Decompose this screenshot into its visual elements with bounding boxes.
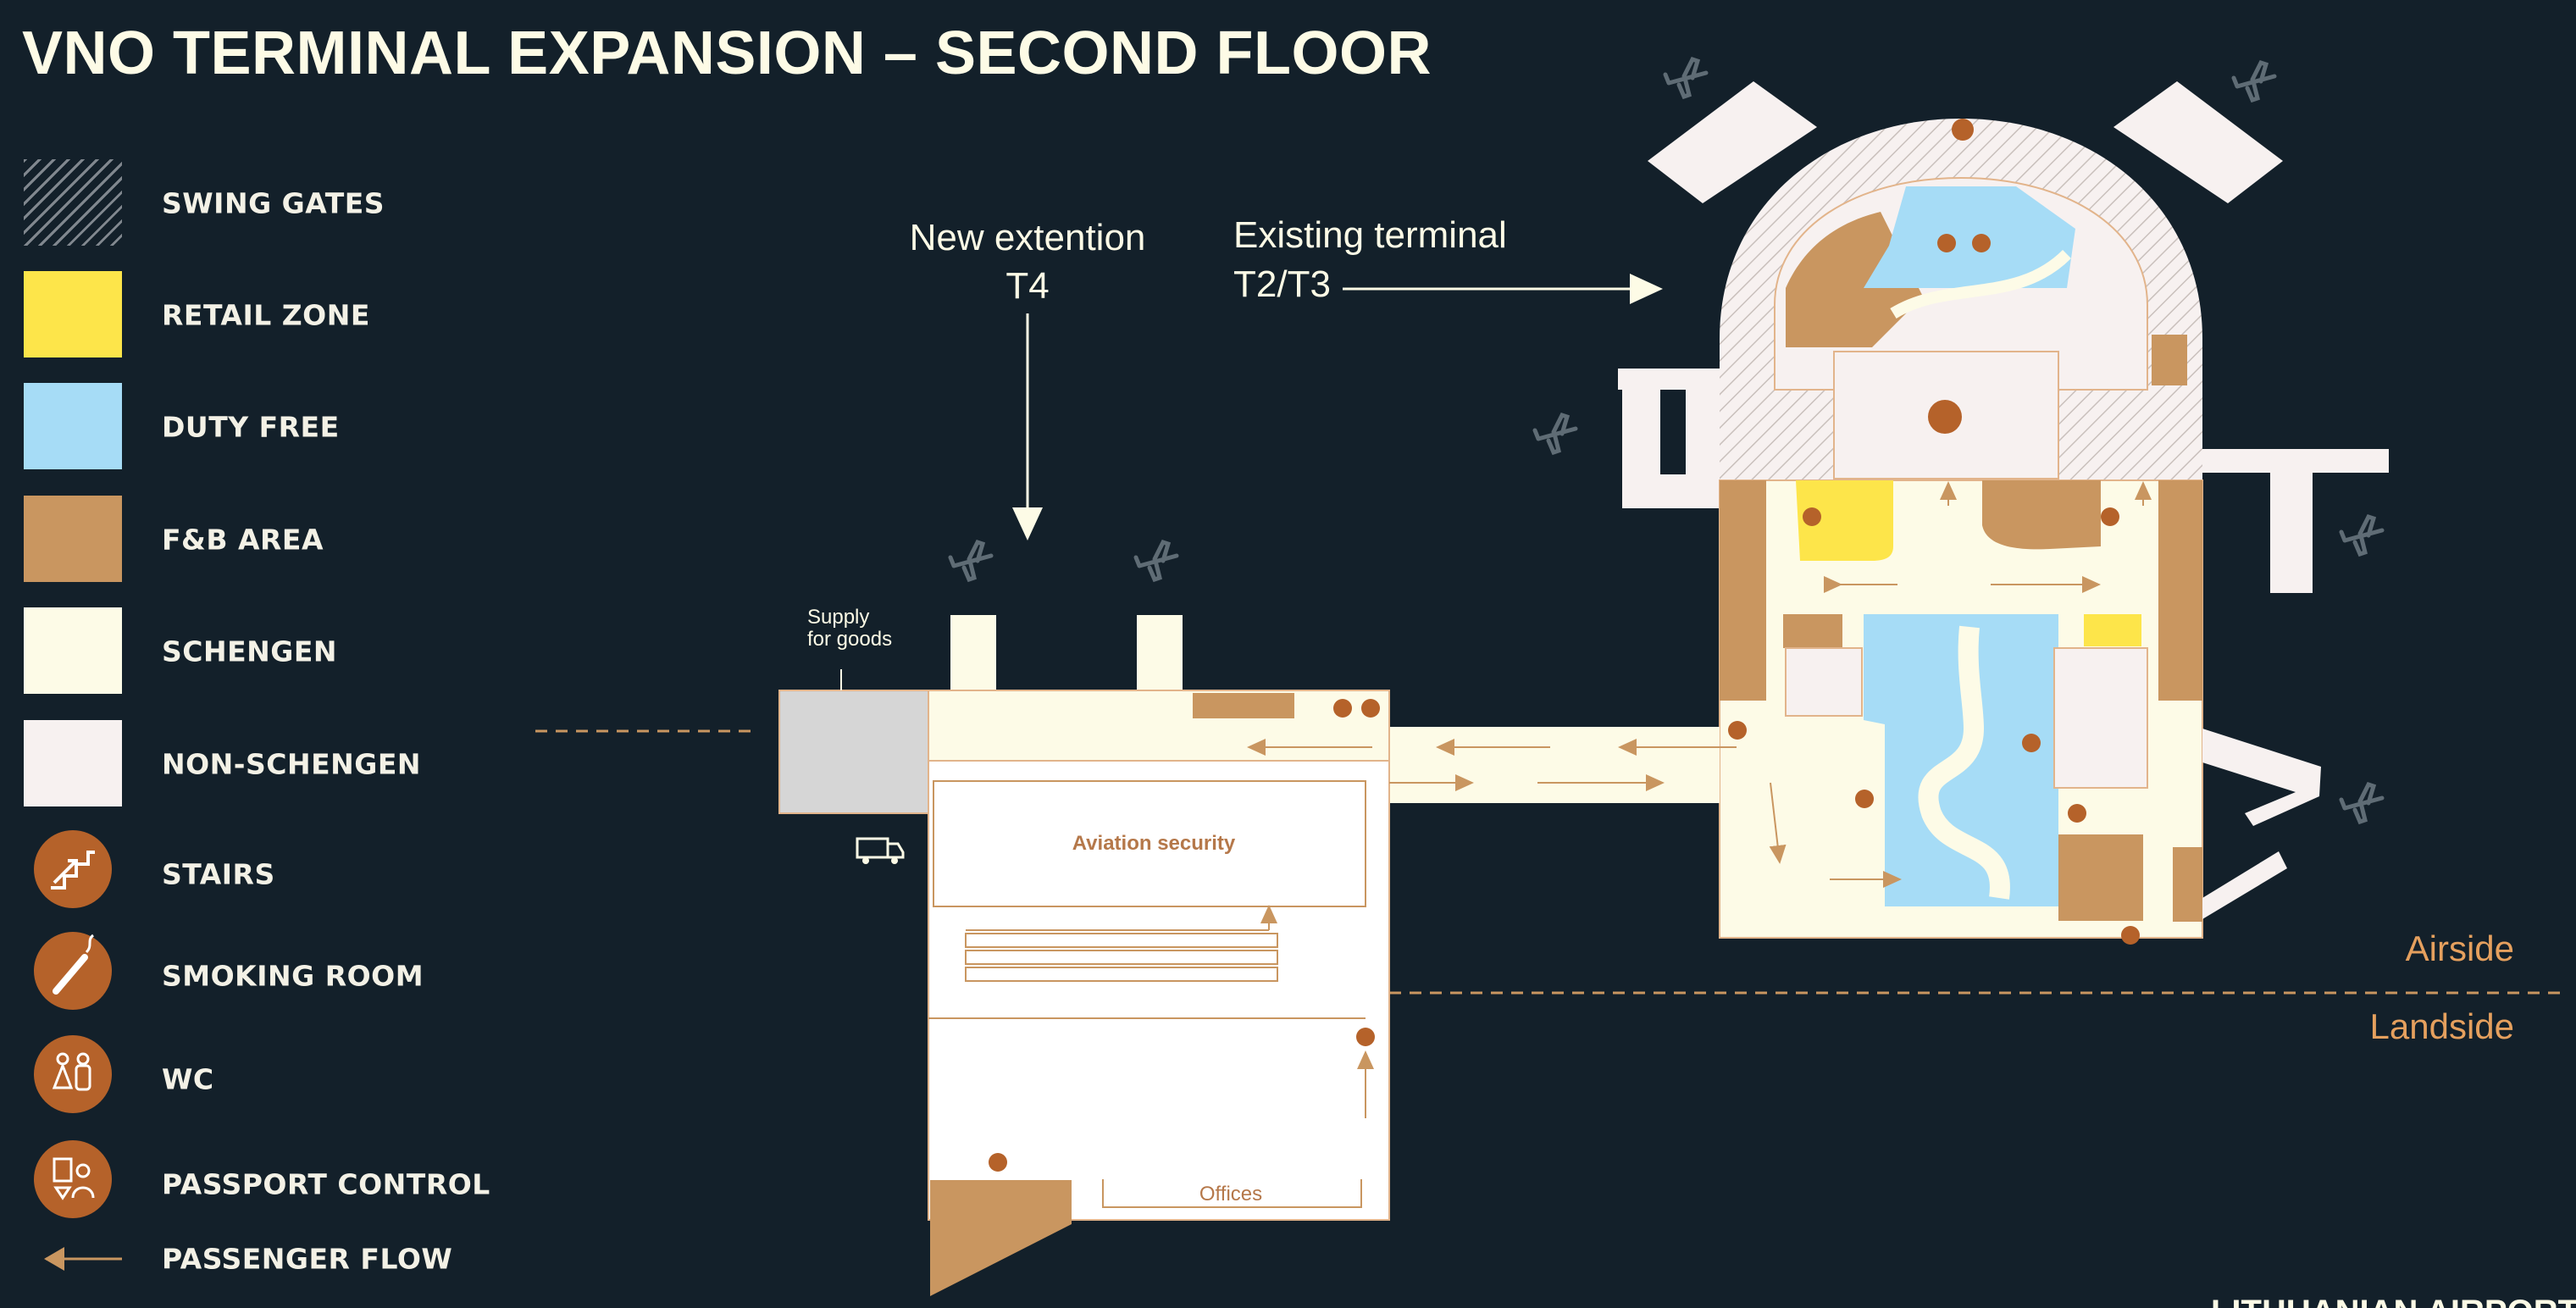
new-extension-label: New extention <box>910 217 1146 258</box>
aviation-security-area <box>933 780 1366 907</box>
retail-zone <box>1796 480 1893 561</box>
legend-label: F&B AREA <box>162 523 324 557</box>
pier-east <box>2202 729 2321 826</box>
offices-label: Offices <box>1199 1183 1262 1205</box>
airplane-icon <box>2341 784 2382 822</box>
offices-area <box>1102 1179 1362 1208</box>
legend-label: DUTY FREE <box>162 410 340 444</box>
wc-icon <box>1855 790 1874 808</box>
existing-terminal-label-t2t3: T2/T3 <box>1233 263 1331 305</box>
airplane-icon <box>950 542 991 579</box>
facility-icons <box>989 119 2140 1172</box>
legend-item-passenger-flow: PASSENGER FLOW <box>24 1217 532 1301</box>
legend-item-duty-free: DUTY FREE <box>24 383 532 471</box>
fnb-area <box>2173 847 2202 922</box>
airplane-icon <box>1136 542 1177 579</box>
wc-icon <box>1937 234 1956 252</box>
pier-left <box>1618 369 1720 508</box>
legend: SWING GATES RETAIL ZONE DUTY FREE F&B AR… <box>0 0 542 1308</box>
wc-icon <box>1972 234 1991 252</box>
stairs-icon <box>2022 734 2041 752</box>
fnb-area <box>1783 614 1842 648</box>
airplane-icon <box>2234 63 2274 100</box>
footer-logo-text: LITHUANIAN AIRPORTS <box>2211 1294 2576 1308</box>
legend-item-non-schengen: NON-SCHENGEN <box>24 720 532 808</box>
legend-item-smoking-room: SMOKING ROOM <box>24 932 532 1020</box>
stairs-icon <box>1952 119 1974 141</box>
stairs-icon <box>1728 721 1747 740</box>
fnb-area <box>2158 480 2202 701</box>
legend-label: PASSENGER FLOW <box>162 1242 453 1276</box>
delivery-truck-icon <box>856 837 905 864</box>
non-schengen-swatch <box>24 720 122 806</box>
legend-item-retail-zone: RETAIL ZONE <box>24 271 532 359</box>
legend-label: SMOKING ROOM <box>162 959 424 993</box>
legend-label: PASSPORT CONTROL <box>162 1167 490 1201</box>
legend-label: SCHENGEN <box>162 635 338 668</box>
fnb-area-swatch <box>24 496 122 582</box>
fnb-area <box>1720 480 1766 701</box>
retail-zone-swatch <box>24 271 122 357</box>
legend-item-fnb-area: F&B AREA <box>24 496 532 584</box>
legend-label: WC <box>162 1062 214 1096</box>
legend-item-stairs: STAIRS <box>24 830 532 918</box>
supply-for-goods-label: Supply <box>807 606 869 629</box>
supply-for-goods-label-2: for goods <box>807 628 892 651</box>
wc-icon <box>2101 507 2119 526</box>
wc-icon <box>1803 507 1821 526</box>
stairs-icon <box>1333 699 1352 718</box>
swing-gates-swatch <box>24 159 122 246</box>
legend-item-wc: WC <box>24 1035 532 1123</box>
duty-free-swatch <box>24 383 122 469</box>
existing-terminal-label: Existing terminal <box>1233 214 1507 256</box>
fnb-area <box>930 1180 1072 1296</box>
passenger-flow-arrows <box>966 481 2152 1118</box>
existing-terminal-schengen-zone <box>1719 479 2321 939</box>
airplane-icon <box>1535 415 1576 452</box>
legend-item-passport-control: PASSPORT CONTROL <box>24 1140 532 1228</box>
new-extension-label-t4: T4 <box>1005 265 1049 307</box>
fnb-area <box>2152 335 2187 385</box>
pier-left-upper <box>1648 81 1817 203</box>
new-extension-t4 <box>778 615 1390 1296</box>
airplane-icon <box>1665 59 1706 97</box>
passport-control-icon <box>34 1140 112 1218</box>
supply-for-goods-area <box>778 690 931 814</box>
wc-icon <box>2068 804 2086 823</box>
airplane-icon <box>2341 517 2382 554</box>
legend-label: SWING GATES <box>162 186 385 220</box>
aviation-security-label: Aviation security <box>1072 832 1236 855</box>
page-title: VNO TERMINAL EXPANSION – SECOND FLOOR <box>22 19 1432 87</box>
gate-finger <box>1137 615 1183 691</box>
smoking-room-icon <box>34 932 112 1010</box>
legend-item-schengen: SCHENGEN <box>24 607 532 696</box>
fnb-area <box>1193 693 1294 718</box>
legend-item-swing-gates: SWING GATES <box>24 159 532 247</box>
landside-label: Landside <box>2370 1006 2514 1046</box>
smoking-room-icon <box>2121 926 2140 945</box>
legend-label: RETAIL ZONE <box>162 298 370 332</box>
pier-right <box>2202 449 2389 593</box>
stairs-icon <box>1356 1028 1375 1046</box>
fnb-area <box>1982 480 2101 550</box>
wc-icon <box>34 1035 112 1113</box>
fnb-area <box>2058 834 2143 921</box>
legend-label: NON-SCHENGEN <box>162 747 421 781</box>
existing-terminal-t2-t3 <box>1618 81 2389 593</box>
airside-label: Airside <box>2406 928 2514 968</box>
duty-free <box>1864 186 2075 288</box>
retail-zone <box>2084 614 2141 646</box>
pier-right-upper <box>2113 81 2283 203</box>
stairs-icon <box>989 1153 1007 1172</box>
wc-icon <box>1361 699 1380 718</box>
gate-finger <box>950 615 996 691</box>
stairs-icon <box>34 830 112 908</box>
fnb-area <box>1786 212 1923 347</box>
passenger-flow-arrow-icon <box>24 1217 122 1303</box>
legend-label: STAIRS <box>162 857 275 891</box>
schengen-swatch <box>24 607 122 694</box>
passport-control-icon <box>1928 400 1962 434</box>
